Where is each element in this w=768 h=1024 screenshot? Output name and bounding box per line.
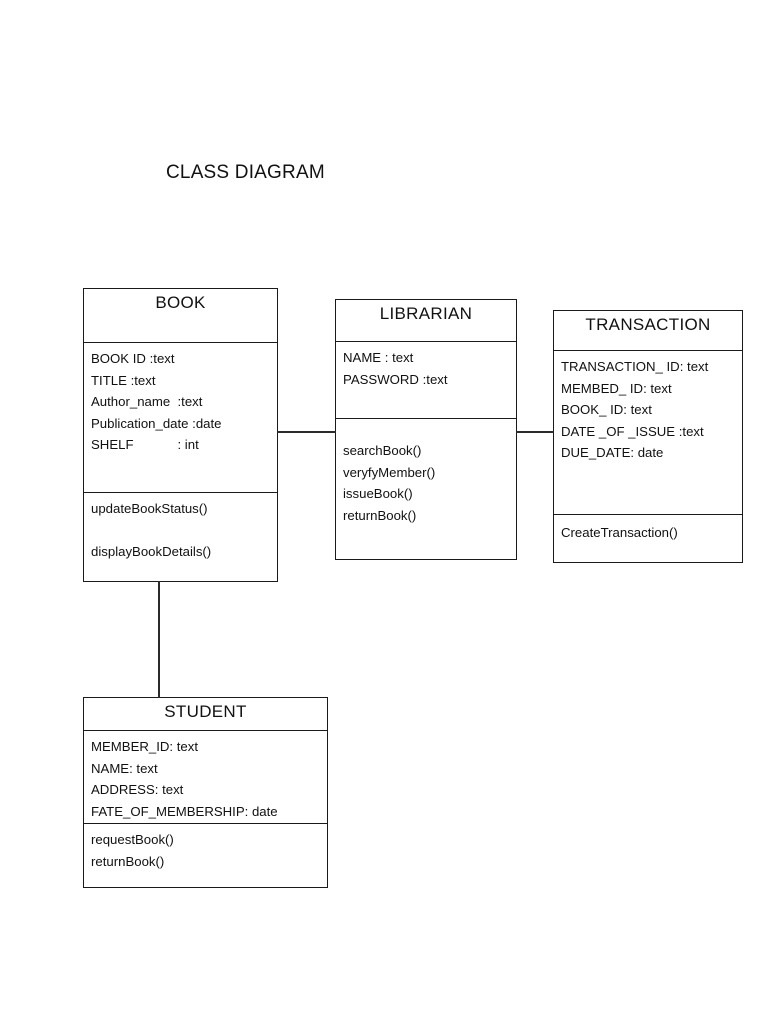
class-operations-transaction: CreateTransaction() — [554, 515, 742, 544]
class-name-student: STUDENT — [164, 702, 247, 721]
attribute-row: MEMBED_ ID: text — [561, 380, 672, 396]
class-name-book: BOOK — [155, 293, 206, 312]
attribute-row: FATE_OF_MEMBERSHIP: date — [91, 803, 278, 819]
class-box-transaction[interactable]: TRANSACTION TRANSACTION_ ID: text MEMBED… — [553, 310, 743, 563]
operation-row: returnBook() — [91, 853, 165, 869]
class-attributes-book: BOOK ID :text TITLE :text Author_name :t… — [84, 343, 277, 493]
class-operations-book: updateBookStatus() displayBookDetails() — [84, 493, 277, 563]
operation-row: searchBook() — [343, 443, 422, 458]
operation-row: requestBook() — [91, 832, 174, 847]
class-attributes-librarian: NAME : text PASSWORD :text — [336, 342, 516, 419]
class-operations-librarian: searchBook() veryfyMember() issueBook() … — [336, 419, 516, 526]
class-header-transaction: TRANSACTION — [554, 311, 742, 351]
attribute-row: Publication_date :date — [91, 415, 222, 431]
operation-row: displayBookDetails() — [91, 544, 212, 559]
class-attributes-transaction: TRANSACTION_ ID: text MEMBED_ ID: text B… — [554, 351, 742, 515]
attribute-row: NAME : text — [343, 350, 414, 365]
attribute-row: DUE_DATE: date — [561, 445, 664, 460]
association-librarian-transaction — [516, 431, 554, 433]
attribute-row: SHELF : int — [91, 437, 199, 452]
association-book-student — [158, 581, 160, 698]
attribute-row: NAME: text — [91, 760, 158, 776]
operation-row: CreateTransaction() — [561, 525, 678, 540]
attribute-row: MEMBER_ID: text — [91, 739, 198, 754]
operation-row: veryfyMember() — [343, 464, 436, 480]
class-header-librarian: LIBRARIAN — [336, 300, 516, 342]
association-book-librarian — [277, 431, 336, 433]
class-attributes-student: MEMBER_ID: text NAME: text ADDRESS: text… — [84, 731, 327, 824]
class-header-book: BOOK — [84, 289, 277, 343]
attribute-row: PASSWORD :text — [343, 371, 448, 387]
attribute-row: BOOK ID :text — [91, 351, 175, 366]
class-box-student[interactable]: STUDENT MEMBER_ID: text NAME: text ADDRE… — [83, 697, 328, 888]
operation-row: issueBook() — [343, 486, 413, 501]
class-name-transaction: TRANSACTION — [585, 315, 711, 334]
attribute-row: DATE _OF _ISSUE :text — [561, 423, 704, 439]
class-header-student: STUDENT — [84, 698, 327, 731]
class-operations-student: requestBook() returnBook() — [84, 824, 327, 872]
class-box-librarian[interactable]: LIBRARIAN NAME : text PASSWORD :text sea… — [335, 299, 517, 560]
operation-row: updateBookStatus() — [91, 501, 208, 516]
operation-row: returnBook() — [343, 507, 417, 523]
class-box-book[interactable]: BOOK BOOK ID :text TITLE :text Author_na… — [83, 288, 278, 582]
attribute-row: TRANSACTION_ ID: text — [561, 359, 709, 374]
attribute-row: TITLE :text — [91, 372, 156, 388]
class-name-librarian: LIBRARIAN — [379, 304, 473, 323]
attribute-row: ADDRESS: text — [91, 782, 184, 797]
page-title: CLASS DIAGRAM — [166, 162, 325, 183]
attribute-row: Author_name :text — [91, 394, 203, 409]
attribute-row: BOOK_ ID: text — [561, 402, 652, 417]
